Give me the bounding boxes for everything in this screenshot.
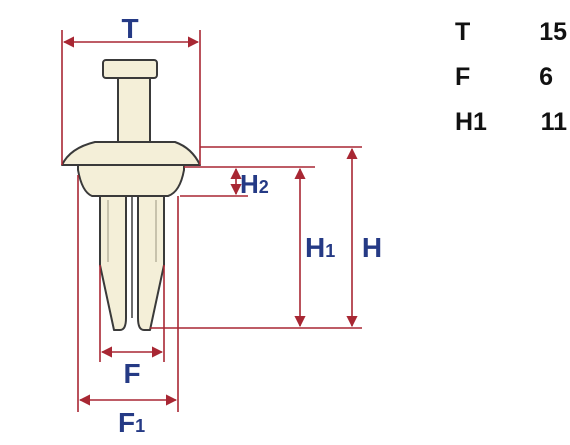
spec-key: F bbox=[455, 63, 471, 91]
spec-value: 6 bbox=[539, 63, 553, 91]
label-h1: H1 bbox=[305, 232, 335, 263]
label-f: F bbox=[123, 358, 140, 389]
label-h2: H2 bbox=[240, 169, 269, 199]
spec-key: H1 bbox=[455, 108, 487, 136]
pin-shaft bbox=[117, 75, 151, 149]
dimension-lines bbox=[61, 30, 362, 412]
label-f1: F1 bbox=[118, 407, 145, 438]
pin-cap bbox=[102, 59, 158, 79]
spec-key: T bbox=[455, 18, 471, 46]
rivet-clip-part bbox=[61, 59, 201, 331]
spec-row-t: T 15 bbox=[455, 10, 567, 55]
right-leg bbox=[137, 195, 165, 331]
spec-table: T 15 F 6 H1 11 bbox=[455, 10, 567, 145]
spec-value: 15 bbox=[539, 18, 567, 46]
spec-row-f: F 6 bbox=[455, 55, 567, 100]
label-h: H bbox=[362, 232, 382, 263]
spec-row-h1: H1 11 bbox=[455, 100, 567, 145]
spec-value: 11 bbox=[540, 108, 567, 136]
head-flange bbox=[61, 141, 201, 166]
collar bbox=[77, 164, 185, 197]
left-leg bbox=[99, 195, 127, 331]
label-t: T bbox=[121, 13, 138, 44]
